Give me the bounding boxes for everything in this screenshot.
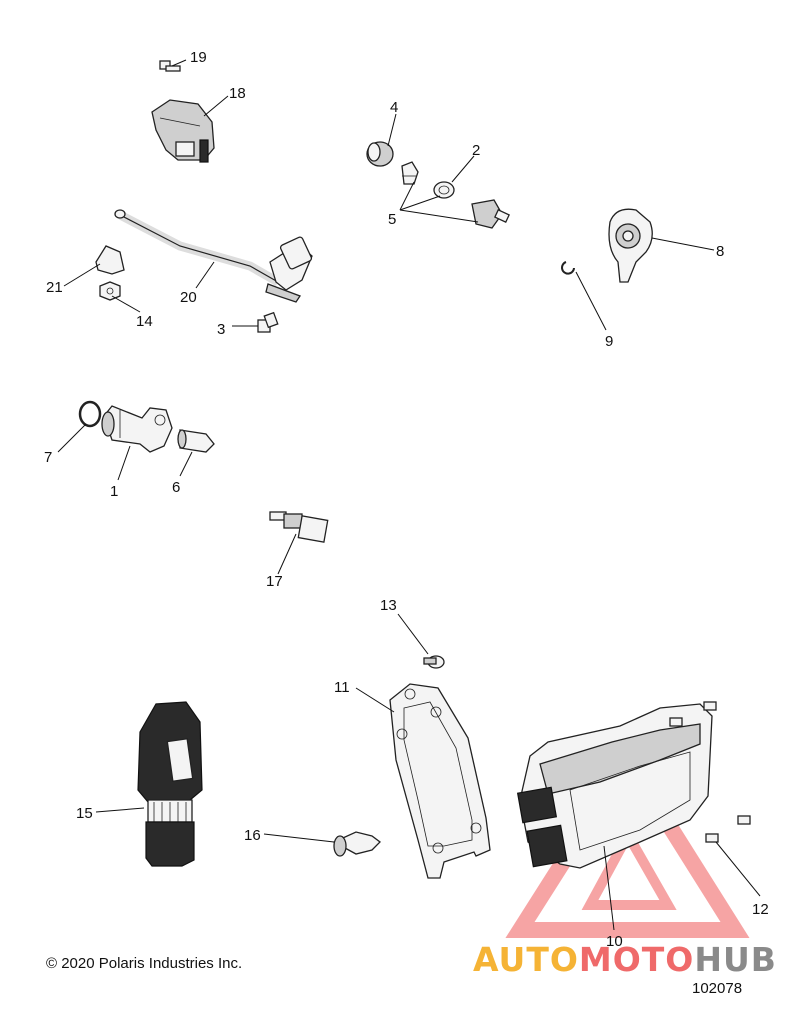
part-17-temp-sensor bbox=[269, 511, 329, 543]
watermark-hub: HUB bbox=[694, 940, 777, 979]
callout-14: 14 bbox=[136, 313, 153, 330]
part-16-screw bbox=[332, 831, 381, 857]
callout-3: 3 bbox=[217, 321, 225, 338]
part-1-cam-sensor bbox=[101, 405, 173, 453]
callout-5: 5 bbox=[388, 211, 396, 228]
part-10-ecu bbox=[516, 703, 713, 869]
part-7-oring bbox=[78, 400, 102, 428]
part-4-cap bbox=[366, 141, 394, 167]
part-14-nut bbox=[99, 281, 121, 301]
part-3-bolt bbox=[257, 311, 279, 333]
callout-1: 1 bbox=[110, 483, 118, 500]
copyright-notice: © 2020 Polaris Industries Inc. bbox=[46, 955, 243, 972]
part-2-washer bbox=[433, 181, 455, 199]
callout-8: 8 bbox=[716, 243, 724, 260]
callout-6: 6 bbox=[172, 479, 180, 496]
watermark-moto: MOTO bbox=[578, 940, 695, 979]
callout-10: 10 bbox=[606, 933, 623, 950]
callout-12: 12 bbox=[752, 901, 769, 918]
callout-2: 2 bbox=[472, 142, 480, 159]
part-13-rivet bbox=[423, 655, 445, 669]
part-18-map-sensor bbox=[151, 99, 215, 163]
callout-7: 7 bbox=[44, 449, 52, 466]
part-9-clip bbox=[561, 261, 575, 275]
part-20-crank-sensor bbox=[114, 208, 313, 303]
part-8-knock-sensor bbox=[608, 208, 653, 283]
callout-17: 17 bbox=[266, 573, 283, 590]
callout-20: 20 bbox=[180, 289, 197, 306]
callout-16: 16 bbox=[244, 827, 261, 844]
callout-18: 18 bbox=[229, 85, 246, 102]
part-11-bracket bbox=[389, 683, 491, 879]
part-19-bolt bbox=[159, 60, 181, 72]
part-12-screws bbox=[669, 701, 751, 843]
part-6-bushing bbox=[177, 429, 215, 453]
part-5-sensor-bracket bbox=[401, 161, 510, 229]
watermark-text: AUTOMOTOHUB bbox=[473, 940, 777, 979]
callout-21: 21 bbox=[46, 279, 63, 296]
callout-11: 11 bbox=[334, 679, 350, 696]
watermark-auto: AUTO bbox=[473, 940, 579, 979]
callout-9: 9 bbox=[605, 333, 613, 350]
callouts: 19 18 4 2 5 8 9 21 14 20 3 7 1 6 17 13 1… bbox=[44, 49, 769, 950]
document-number: 102078 bbox=[692, 980, 743, 997]
leader-lines bbox=[57, 59, 761, 931]
callout-15: 15 bbox=[76, 805, 93, 822]
part-15-module bbox=[137, 701, 203, 867]
callout-4: 4 bbox=[390, 99, 398, 116]
callout-13: 13 bbox=[380, 597, 397, 614]
callout-19: 19 bbox=[190, 49, 207, 66]
part-21-clip bbox=[95, 245, 125, 275]
